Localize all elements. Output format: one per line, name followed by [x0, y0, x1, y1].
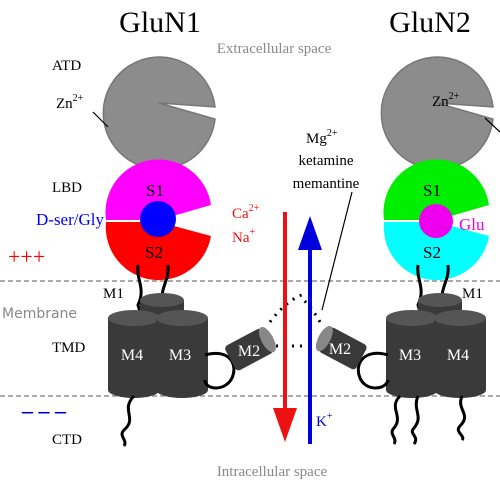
glun2-s1-lobe	[383, 159, 489, 220]
glun2-subunit: S1 S2 Glu Zn2+ M1 M3 M4 M2	[315, 56, 500, 445]
potassium-label: K+	[316, 411, 333, 430]
glun2-m2-label: M2	[329, 341, 351, 358]
extracellular-label: Extracellular space	[217, 41, 332, 57]
glun1-zinc-pointer	[92, 111, 109, 128]
outward-ion-arrow	[298, 216, 322, 444]
atd-label: ATD	[52, 58, 81, 74]
lbd-label: LBD	[52, 180, 82, 196]
glun1-s1-lobe	[105, 159, 211, 220]
glun2-m2-helix	[315, 325, 367, 370]
glun1-ligand-site	[140, 201, 176, 237]
magnesium-label: Mg2+	[306, 128, 338, 147]
glun2-m1-label: M1	[462, 286, 483, 302]
glun1-m1-label: M1	[103, 286, 124, 302]
membrane-label: Membrane	[2, 306, 77, 322]
glun1-ligand-label: D-ser/Gly	[36, 210, 104, 229]
tmd-label: TMD	[52, 340, 86, 356]
glun2-ligand-site	[419, 204, 453, 238]
title-glun1: GluN1	[119, 6, 201, 39]
ketamine-label: ketamine	[299, 153, 354, 169]
glun2-m2-loop	[356, 351, 390, 390]
blocker-pointer	[321, 191, 353, 311]
glun1-linker-a	[136, 264, 143, 313]
glun1-m3-label: M3	[169, 347, 191, 364]
sodium-label: Na+	[232, 227, 256, 246]
glun1-zinc-label: Zn2+	[56, 93, 84, 112]
glun1-atd-clamshell	[102, 56, 216, 170]
glun2-atd-clamshell	[380, 56, 494, 170]
positive-charge: +++	[8, 244, 45, 269]
glun2-s2-label: S2	[423, 243, 441, 262]
glun2-ctd-tail-c	[456, 395, 467, 442]
glun1-m2-loop	[203, 351, 236, 390]
ctd-label: CTD	[52, 432, 82, 448]
glun1-s2-label: S2	[145, 243, 163, 262]
glun1-m2-helix	[225, 326, 276, 371]
glun2-m3-label: M3	[399, 347, 421, 364]
glun2-ctd-tail-b	[410, 395, 420, 445]
glun2-zinc-label: Zn2+	[432, 91, 460, 110]
glun1-m3-cylinder: M3	[156, 310, 208, 398]
glun2-ctd-tail-a	[390, 394, 402, 445]
glun1-m4-label: M4	[121, 347, 143, 364]
glun1-m2-label: M2	[238, 343, 260, 360]
title-glun2: GluN2	[389, 6, 471, 39]
glun2-m3-cylinder: M3	[386, 310, 438, 398]
glun1-m4-cylinder: M4	[108, 310, 160, 398]
channel-pore	[268, 292, 322, 348]
inward-ion-arrow	[273, 212, 297, 442]
glun1-subunit: S1 S2 D-ser/Gly Zn2+ M1 M4 M3	[36, 56, 276, 447]
glun2-s2-lobe	[383, 222, 489, 281]
memantine-label: memantine	[293, 176, 360, 192]
glun2-m4-cylinder: M4	[434, 310, 486, 398]
glun2-m4-label: M4	[447, 347, 469, 364]
glun1-ctd-tail	[120, 394, 136, 447]
glun2-zinc-pointer	[484, 117, 500, 133]
negative-charge: – – –	[21, 398, 67, 423]
glun2-s1-label: S1	[423, 181, 441, 200]
calcium-label: Ca2+	[232, 203, 260, 222]
glun1-s1-label: S1	[146, 181, 164, 200]
intracellular-label: Intracellular space	[217, 464, 328, 480]
glun2-ligand-label: Glu	[459, 215, 485, 234]
glun1-s2-lobe	[105, 222, 211, 281]
